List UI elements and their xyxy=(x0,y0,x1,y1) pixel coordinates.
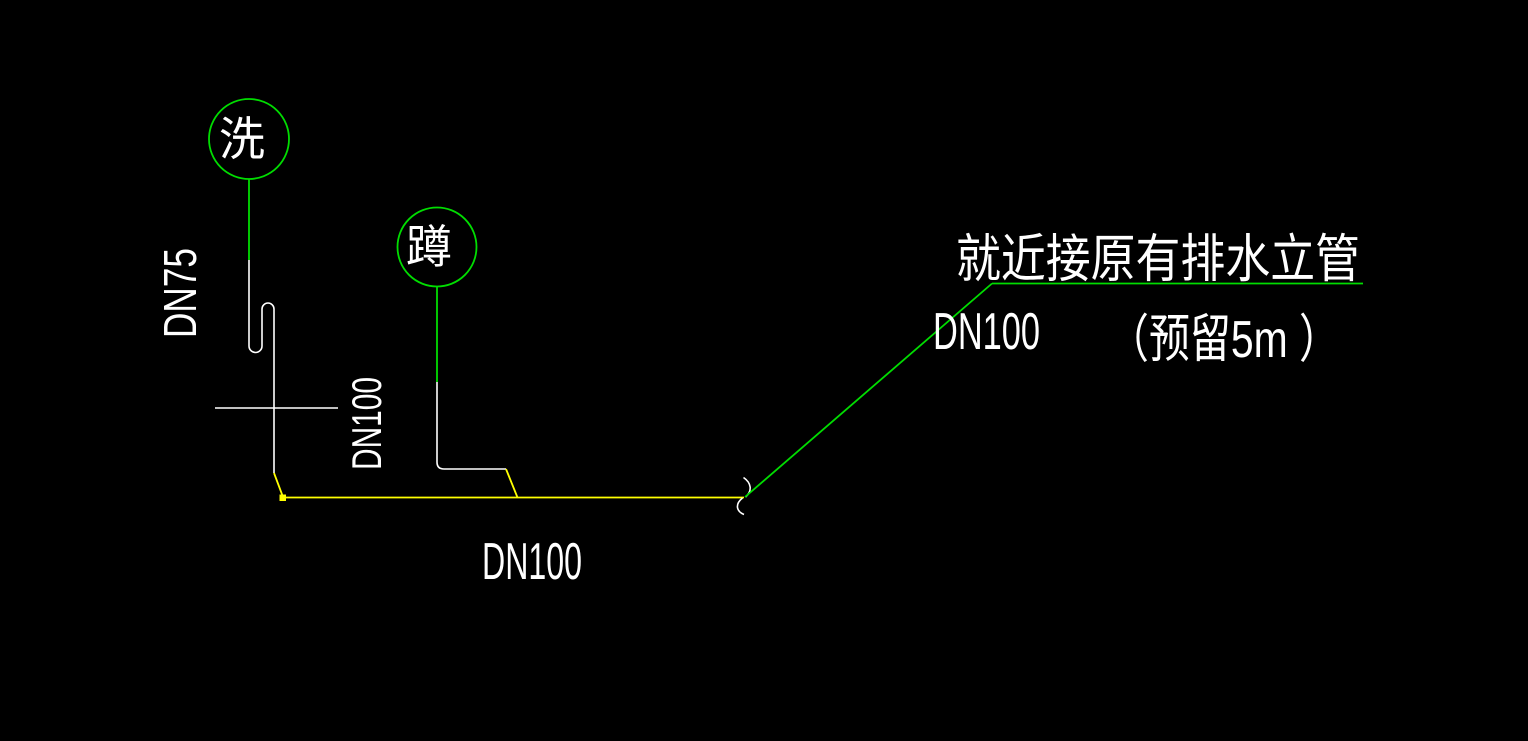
main-drain-size-label: DN100 xyxy=(482,533,582,591)
squat-fixture-symbol: 蹲 xyxy=(406,221,452,273)
wash-fixture-symbol: 洗 xyxy=(219,113,265,165)
riser-pipe-size-label: DN100 xyxy=(933,303,1040,361)
squat-connection-segment xyxy=(505,468,519,498)
wash-branch-size-label: DN75 xyxy=(154,248,206,338)
riser-connection-diagonal-pipe xyxy=(744,282,993,498)
wash-branch-trap-pipe xyxy=(248,260,275,473)
squat-branch-size-label: DN100 xyxy=(343,377,390,470)
pipe-junction-dot xyxy=(279,494,286,501)
wash-connection-segment xyxy=(273,472,284,498)
squat-branch-pipe xyxy=(436,382,506,470)
riser-note-text: 就近接原有排水立管 xyxy=(956,231,1360,289)
riser-reserve-note: （预留5m ） xyxy=(1108,311,1340,369)
pipe-break-symbol xyxy=(736,476,751,516)
squat-fixture-circle xyxy=(396,206,478,288)
